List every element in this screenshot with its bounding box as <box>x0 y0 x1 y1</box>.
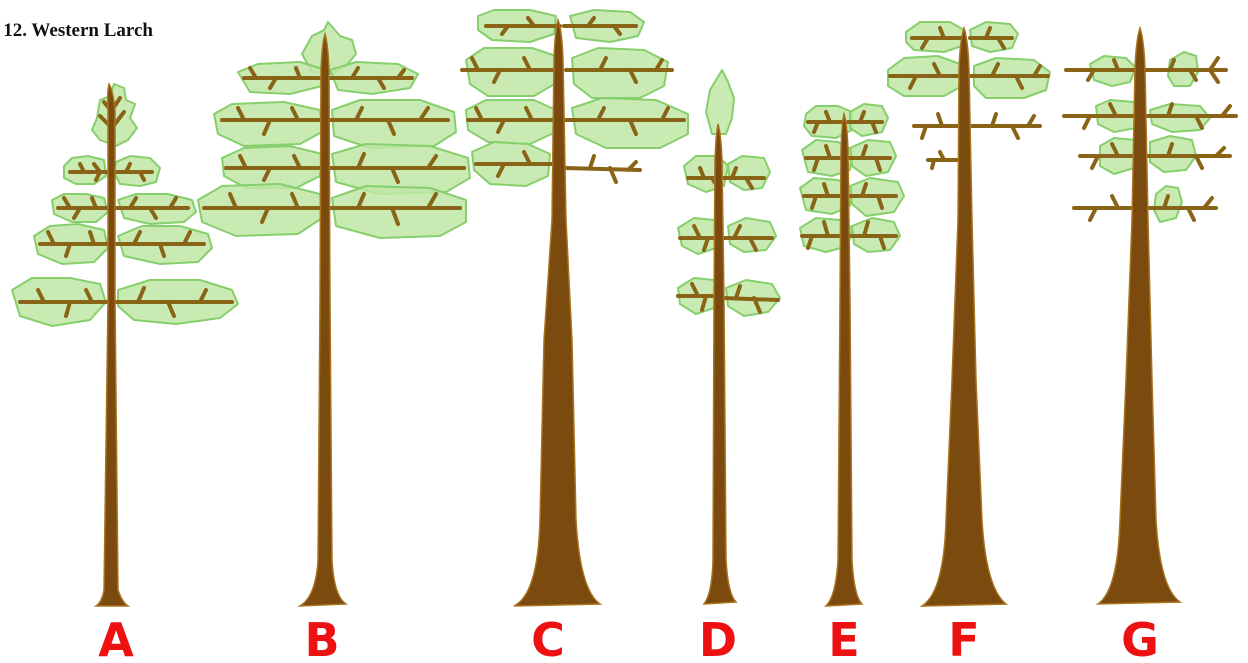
tree-e: E <box>800 104 904 663</box>
tree-f-trunk <box>922 28 1006 606</box>
tree-label-g: G <box>1121 613 1159 663</box>
tree-label-d: D <box>699 613 737 663</box>
tree-a: A <box>12 84 238 663</box>
tree-label-f: F <box>948 613 979 663</box>
tree-d-trunk <box>704 124 736 604</box>
tree-label-e: E <box>828 613 859 663</box>
tree-c: C <box>462 10 688 663</box>
tree-b: B <box>198 22 470 663</box>
tree-d: D <box>678 70 780 663</box>
tree-d-foliage <box>678 70 780 316</box>
tree-g-foliage <box>1090 52 1210 222</box>
tree-label-a: A <box>98 613 134 663</box>
tree-label-c: C <box>531 613 565 663</box>
tree-f: F <box>888 22 1050 663</box>
tree-g: G <box>1064 28 1236 663</box>
tree-label-b: B <box>304 613 339 663</box>
tree-g-branches <box>1064 58 1236 220</box>
tree-c-foliage <box>466 10 688 186</box>
